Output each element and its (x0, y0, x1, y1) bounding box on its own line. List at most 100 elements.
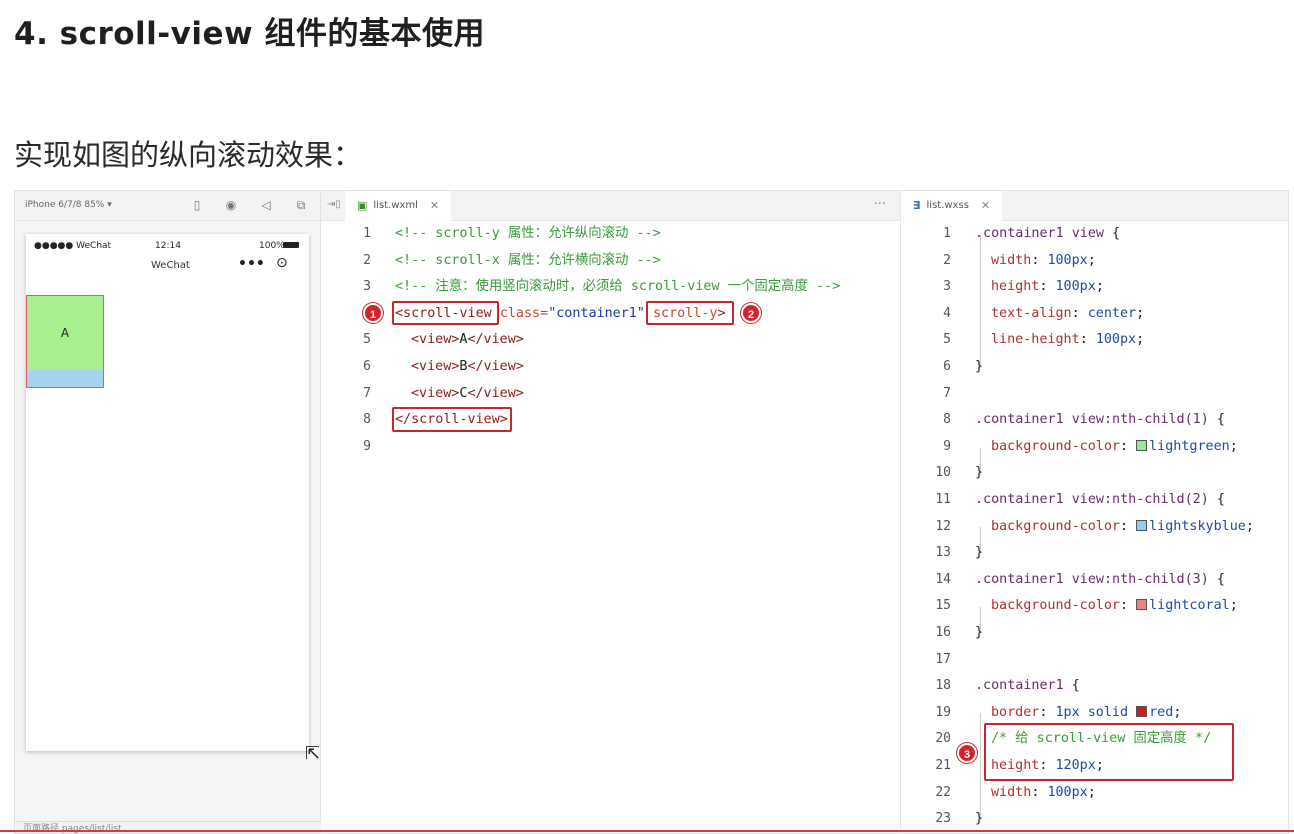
mouse-cursor-icon: ⇱ (305, 743, 321, 764)
code-line: border: 1px solid red; (991, 704, 1182, 720)
line-number: 8 (363, 412, 371, 428)
line-number: 22 (935, 784, 951, 800)
code-line: } (975, 359, 984, 374)
phone-icon[interactable]: ▯ (193, 198, 201, 212)
highlight-fixed-height (984, 723, 1234, 781)
line-number: 2 (363, 252, 371, 268)
phone-screen: ●●●●● WeChat 12:14 100% WeChat ••• ⊙ A (26, 234, 309, 751)
tab-list-wxml[interactable]: ▣ list.wxml ✕ (345, 191, 452, 221)
record-icon[interactable]: ◉ (225, 198, 237, 212)
tab-label: list.wxss (926, 200, 969, 211)
close-circle-icon[interactable]: ⊙ (276, 255, 288, 271)
code-line: <!-- 注意：使用竖向滚动时，必须给 scroll-view 一个固定高度 -… (395, 279, 841, 295)
line-number: 9 (943, 438, 951, 454)
indent-guide (980, 448, 981, 475)
code-line: } (975, 625, 984, 640)
line-number: 1 (363, 226, 371, 241)
line-number: 7 (363, 385, 371, 401)
tab-list-wxss[interactable]: ∃ list.wxss ✕ (901, 191, 1003, 221)
badge-1: 1 (363, 303, 383, 323)
line-number: 2 (943, 252, 951, 268)
more-dots-icon[interactable]: ••• (238, 256, 265, 272)
line-number: 6 (943, 359, 951, 374)
line-number: 7 (943, 385, 951, 401)
device-selector[interactable]: iPhone 6/7/8 85% ▾ (25, 200, 112, 210)
code-line: <view>A</view> (411, 332, 524, 348)
code-line: background-color: lightgreen; (991, 438, 1238, 454)
code-line: .container1 { (975, 678, 1080, 694)
line-number: 17 (935, 651, 951, 667)
highlight-scroll-view-open (392, 301, 499, 325)
page-subtitle: 实现如图的纵向滚动效果： (14, 138, 363, 172)
badge-3: 3 (957, 743, 977, 763)
line-number: 3 (363, 279, 371, 295)
code-line: } (975, 811, 984, 827)
line-number: 14 (935, 571, 951, 587)
line-number: 3 (943, 279, 951, 295)
code-line: height: 120px; (991, 758, 1104, 773)
code-line: width: 100px; (991, 784, 1096, 800)
code-line: background-color: lightskyblue; (991, 518, 1254, 534)
page-title: 4. scroll-view 组件的基本使用 (14, 16, 485, 52)
code-line: <view>B</view> (411, 359, 524, 374)
split-icon[interactable]: ⇥▯ (327, 199, 341, 210)
code-line: /* 给 scroll-view 固定高度 */ (991, 731, 1212, 747)
scroll-view-preview[interactable]: A (26, 295, 104, 388)
wxml-tabbar: ⇥▯ ▣ list.wxml ✕ ··· (321, 191, 900, 221)
line-number: 9 (363, 438, 371, 454)
wxss-editor[interactable]: ∃ list.wxss ✕ 1 .container1 view { 2 width… (901, 191, 1288, 833)
wxss-tabbar: ∃ list.wxss ✕ (901, 191, 1288, 221)
code-line: <scroll-view class="container1" scroll-y… (395, 305, 726, 321)
code-line: </scroll-view> (395, 412, 508, 428)
volume-icon[interactable]: ◁ (261, 198, 271, 212)
battery-icon (283, 242, 299, 248)
more-icon[interactable]: ··· (873, 197, 886, 212)
indent-guide (980, 713, 981, 820)
window-icon[interactable]: ⧉ (296, 198, 306, 212)
code-line: .container1 view:nth-child(1) { (975, 412, 1225, 428)
line-number: 8 (943, 412, 951, 428)
simulator-panel: iPhone 6/7/8 85% ▾ ▯ ◉ ◁ ⧉ ●●●●● WeChat … (15, 191, 321, 833)
indent-guide (980, 235, 981, 368)
highlight-scroll-view-close (392, 407, 512, 432)
badge-2: 2 (741, 303, 761, 323)
clock-label: 12:14 (155, 241, 181, 251)
line-number: 4 (943, 305, 951, 321)
indent-guide (980, 607, 981, 634)
line-number: 11 (935, 492, 951, 507)
code-line: width: 100px; (991, 252, 1096, 268)
carrier-label: ●●●●● WeChat (34, 241, 112, 251)
line-number: 15 (935, 598, 951, 614)
color-swatch-icon[interactable] (1136, 519, 1148, 531)
code-line: background-color: lightcoral; (991, 598, 1238, 614)
color-swatch-icon[interactable] (1136, 705, 1148, 717)
view-b (27, 370, 103, 387)
indent-guide (980, 527, 981, 554)
code-line: <!-- scroll-x 属性：允许横向滚动 --> (395, 252, 661, 268)
color-swatch-icon[interactable] (1136, 439, 1148, 451)
code-line: } (975, 465, 984, 481)
code-line: <!-- scroll-y 属性：允许纵向滚动 --> (395, 226, 661, 241)
color-swatch-icon[interactable] (1136, 599, 1148, 611)
simulator-toolbar: iPhone 6/7/8 85% ▾ ▯ ◉ ◁ ⧉ (15, 191, 320, 221)
wxml-editor[interactable]: ⇥▯ ▣ list.wxml ✕ ··· 1 <!-- scroll-y 属性：允… (321, 191, 901, 833)
highlight-scroll-y (646, 301, 734, 325)
line-number: 16 (935, 625, 951, 640)
code-line: line-height: 100px; (991, 332, 1145, 348)
battery-label: 100% (259, 241, 285, 251)
nav-bar: WeChat ••• ⊙ (26, 255, 309, 280)
css-file-icon: ∃ (913, 199, 921, 212)
code-line: .container1 view:nth-child(3) { (975, 571, 1225, 587)
simulator-status-bar: 页面路径 pages/list/list (15, 821, 321, 833)
line-number: 13 (935, 545, 951, 561)
code-line: .container1 view:nth-child(2) { (975, 492, 1225, 507)
close-icon[interactable]: ✕ (980, 199, 991, 212)
nav-title: WeChat (151, 260, 190, 271)
line-number: 1 (943, 226, 951, 241)
code-line: .container1 view { (975, 226, 1121, 241)
wxml-file-icon: ▣ (357, 199, 368, 212)
code-line: height: 100px; (991, 279, 1104, 295)
line-number: 5 (943, 332, 951, 348)
close-icon[interactable]: ✕ (429, 199, 440, 212)
view-a: A (27, 296, 103, 370)
